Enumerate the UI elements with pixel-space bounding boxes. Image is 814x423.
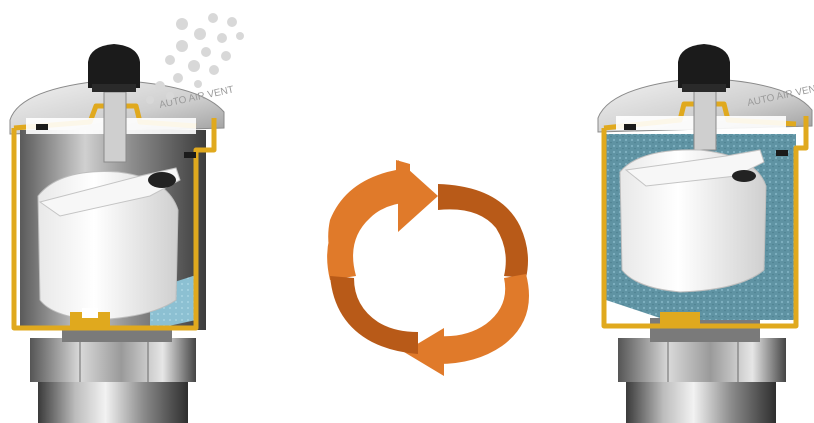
left-valve-seat	[148, 172, 176, 188]
circular-arrows-icon	[327, 160, 529, 376]
right-pipe	[626, 378, 776, 423]
right-valve-seat	[732, 170, 756, 182]
right-black-cap	[678, 44, 730, 88]
left-black-cap	[88, 44, 140, 88]
left-pipe	[38, 378, 188, 423]
left-valve-venting: AUTO AIR VENT	[10, 13, 244, 423]
right-valve-filled: AUTO AIR VENT	[598, 44, 814, 423]
right-hex-nut	[618, 338, 786, 382]
left-hex-nut	[30, 338, 196, 382]
